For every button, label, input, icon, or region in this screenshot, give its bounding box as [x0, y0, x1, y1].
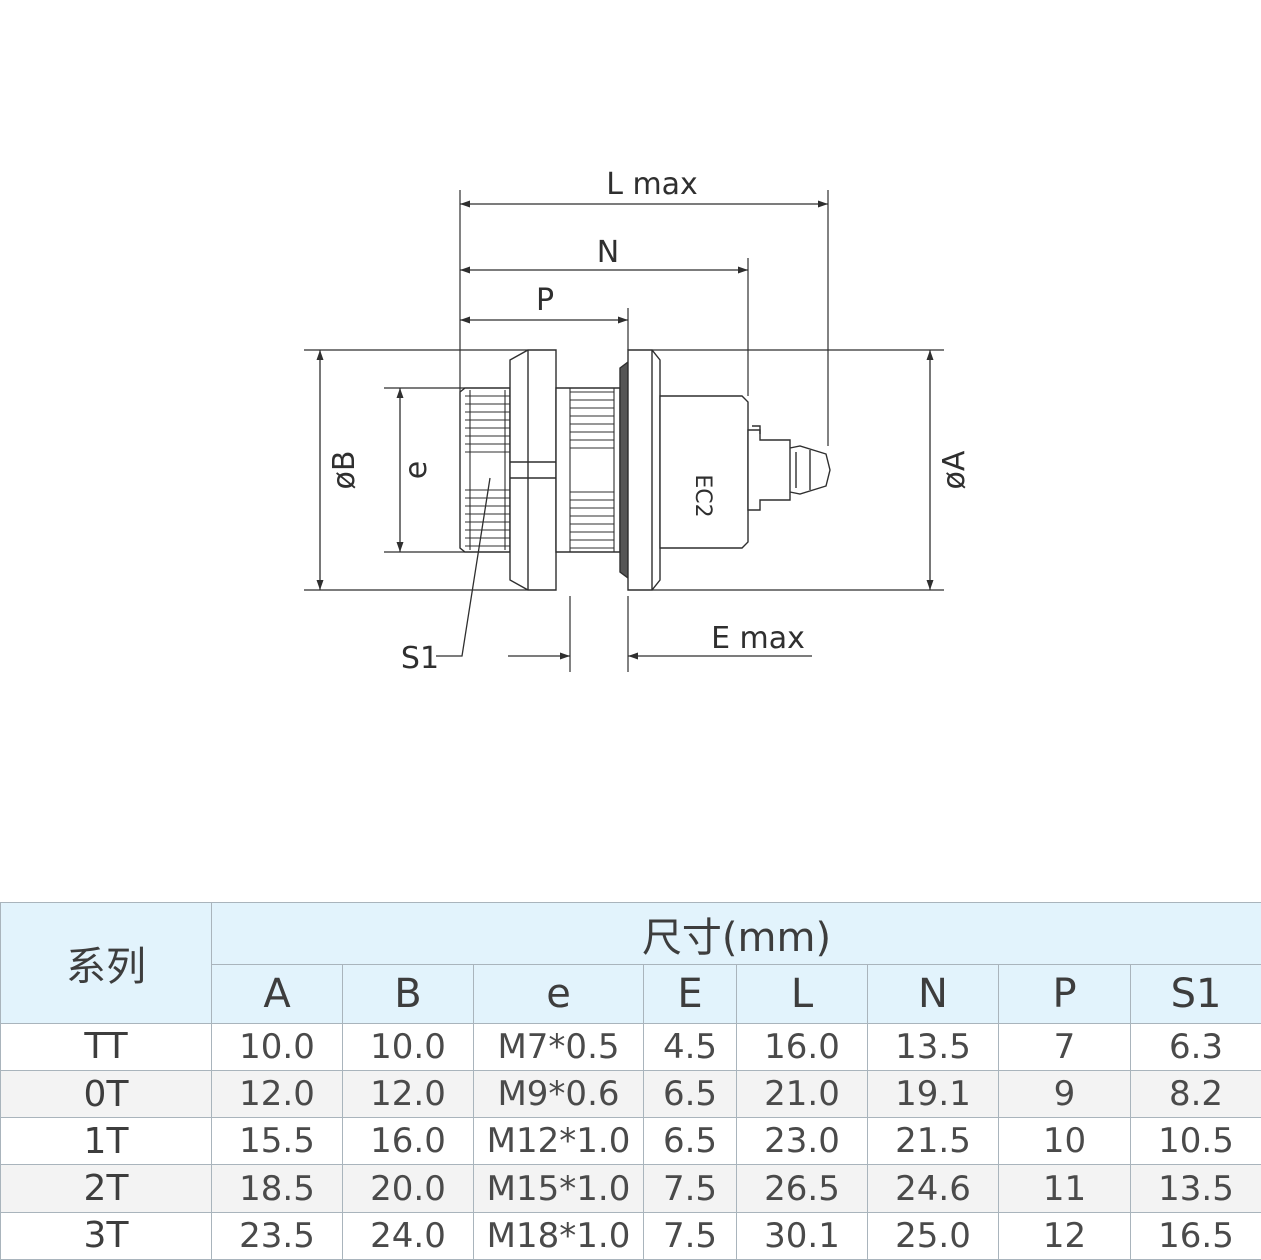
dimension-header: 尺寸(mm) [210, 901, 1261, 966]
table-cell: 16.5 [1129, 1211, 1261, 1260]
label-e: e [399, 461, 434, 479]
table-cell: 16.0 [342, 1117, 474, 1166]
table-cell: 24.0 [342, 1211, 474, 1260]
table-cell: 23.5 [211, 1211, 343, 1260]
column-header-s1: S1 [1129, 964, 1261, 1024]
table-cell: 21.0 [736, 1069, 868, 1119]
table-cell: 7.5 [643, 1211, 737, 1260]
label-s1: S1 [401, 641, 439, 676]
table-cell: 12.0 [211, 1069, 343, 1119]
dimension-lines [316, 200, 934, 660]
table-cell: 8.2 [1129, 1069, 1261, 1119]
table-cell: 4.5 [643, 1022, 737, 1071]
connector-body [459, 349, 831, 591]
table-cell: 9 [998, 1069, 1131, 1119]
column-header-e-thread: e [473, 964, 644, 1024]
label-e-max: E max [711, 621, 805, 656]
connector-dimension-drawing: L max N P øB e øA S1 E max EC2 [304, 167, 972, 676]
table-cell: 11 [998, 1164, 1131, 1213]
table-cell: 10.5 [1129, 1117, 1261, 1166]
series-cell: 1T [0, 1117, 212, 1166]
label-n: N [597, 235, 619, 270]
table-row: 0T 12.0 12.0 M9*0.6 6.5 21.0 19.1 9 8.2 [0, 1069, 1261, 1119]
table-cell: 10.0 [342, 1022, 474, 1071]
table-cell: 10 [998, 1117, 1131, 1166]
table-cell: 21.5 [867, 1117, 999, 1166]
label-l-max: L max [606, 167, 698, 202]
series-cell: TT [0, 1022, 212, 1071]
table-cell: M18*1.0 [473, 1211, 644, 1260]
table-row: 1T 15.5 16.0 M12*1.0 6.5 23.0 21.5 10 10… [0, 1117, 1261, 1166]
table-cell: 20.0 [342, 1164, 474, 1213]
table-row: 2T 18.5 20.0 M15*1.0 7.5 26.5 24.6 11 13… [0, 1164, 1261, 1213]
table-row: TT 10.0 10.0 M7*0.5 4.5 16.0 13.5 7 6.3 [0, 1022, 1261, 1071]
table-cell: 7.5 [643, 1164, 737, 1213]
label-p: P [536, 283, 554, 318]
table-cell: 24.6 [867, 1164, 999, 1213]
table-cell: M7*0.5 [473, 1022, 644, 1071]
column-header-e: E [643, 964, 737, 1024]
table-cell: 6.5 [643, 1117, 737, 1166]
table-cell: 13.5 [1129, 1164, 1261, 1213]
table-cell: 19.1 [867, 1069, 999, 1119]
table-cell: 15.5 [211, 1117, 343, 1166]
series-header: 系列 [0, 902, 212, 1024]
series-cell: 0T [0, 1069, 212, 1119]
table-cell: 12 [998, 1211, 1131, 1260]
table-cell: 6.3 [1129, 1022, 1261, 1071]
table-cell: M9*0.6 [473, 1069, 644, 1119]
table-cell: M12*1.0 [473, 1117, 644, 1166]
table-cell: 30.1 [736, 1211, 868, 1260]
table-cell: 12.0 [342, 1069, 474, 1119]
body-marking: EC2 [690, 474, 715, 517]
table-cell: 13.5 [867, 1022, 999, 1071]
table-cell: 10.0 [211, 1022, 343, 1071]
extension-lines [304, 190, 944, 672]
table-cell: 25.0 [867, 1211, 999, 1260]
column-header-a: A [211, 964, 343, 1024]
table-cell: M15*1.0 [473, 1164, 644, 1213]
table-cell: 7 [998, 1022, 1131, 1071]
series-cell: 2T [0, 1164, 212, 1213]
table-cell: 26.5 [736, 1164, 868, 1213]
column-header-l: L [736, 964, 868, 1024]
table-cell: 6.5 [643, 1069, 737, 1119]
series-cell: 3T [0, 1211, 212, 1260]
column-header-n: N [867, 964, 999, 1024]
table-cell: 23.0 [736, 1117, 868, 1166]
table-cell: 16.0 [736, 1022, 868, 1071]
label-phi-b: øB [327, 451, 362, 490]
table-cell: 18.5 [211, 1164, 343, 1213]
dimension-table: 系列 尺寸(mm) A B e E L N P S1 TT 10.0 10.0 … [0, 901, 1261, 1260]
table-row: 3T 23.5 24.0 M18*1.0 7.5 30.1 25.0 12 16… [0, 1211, 1261, 1260]
column-header-p: P [998, 964, 1131, 1024]
column-header-b: B [342, 964, 474, 1024]
label-phi-a: øA [937, 450, 972, 489]
